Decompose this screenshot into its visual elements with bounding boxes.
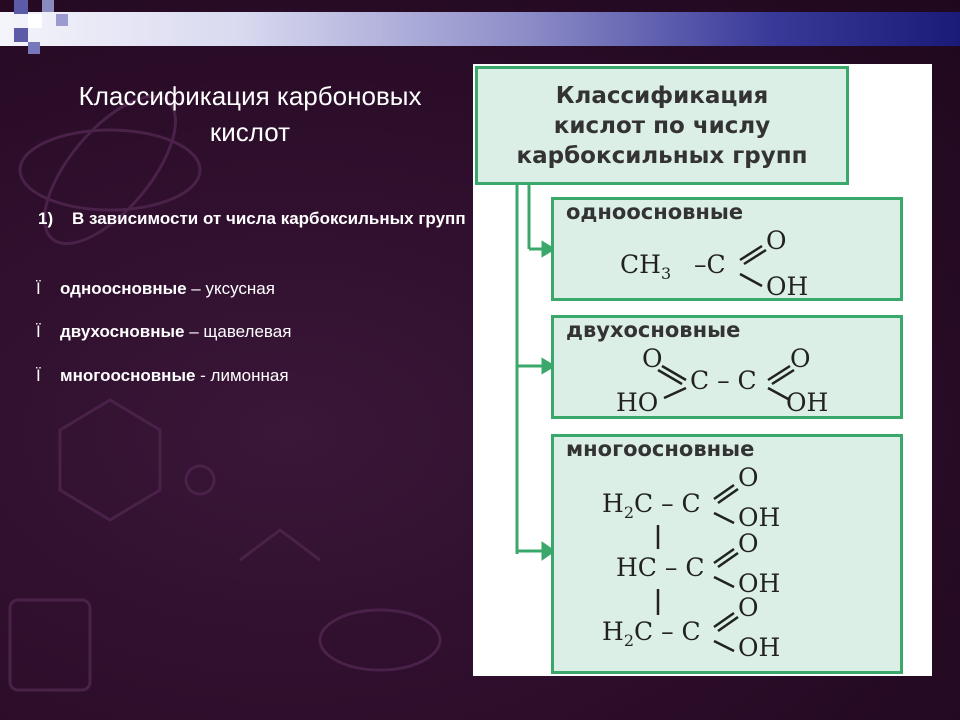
poly-row1-o: O [738,463,759,492]
decor-square-3 [28,14,42,28]
mono-label: одноосновные [566,200,744,224]
mono-bonds [739,244,767,288]
poly-row3-oh: OH [738,633,781,662]
bullet-marker: Ï [36,322,41,341]
poly-row2-oh: OH [738,569,781,598]
poly-row2-left: HC – C [616,553,705,582]
mono-dash-c: –C [694,250,726,279]
di-box: двухосновные O O C – C HO OH [551,315,903,419]
decor-square-5 [56,14,68,26]
bullet-marker: Ï [36,366,41,385]
poly-row3-o: O [738,593,759,622]
title-line-1: Классификация карбоновых [78,81,422,111]
di-ho: HO [616,388,659,417]
di-oh: OH [786,388,829,417]
mono-left-group: CH3 [620,250,672,283]
bullet-rest: - лимонная [195,366,289,385]
classification-figure: Классификация кислот по числу карбоксиль… [473,64,932,676]
header-box: Классификация кислот по числу карбоксиль… [475,66,849,185]
header-line-2: кислот по числу [553,113,771,139]
heading-text: В зависимости от числа карбоксильных гру… [72,209,466,228]
poly-row2-o: O [738,529,759,558]
decor-square-6 [28,42,40,54]
header-line-3: карбоксильных групп [516,143,808,169]
heading-number: 1) [38,209,54,228]
poly-row3-left: H2C – C [602,617,701,650]
bullet-rest: – щавелевая [184,322,292,341]
di-label: двухосновные [566,318,741,342]
header-line-1: Классификация [555,83,769,109]
bullet-bold: многоосновные [60,366,196,385]
connector-arrows [515,185,556,561]
di-bonds [657,364,795,402]
decor-square-1 [14,0,28,14]
di-middle: C – C [690,366,757,395]
poly-box: многоосновные H2C – C O OH HC – C O OH H… [551,434,903,674]
di-o-left: O [642,344,663,373]
di-o-right: O [790,344,811,373]
top-gradient-bar [0,12,960,46]
mono-oh: OH [766,272,809,301]
poly-label: многоосновные [566,437,755,461]
mono-o-top: O [766,226,787,255]
mono-box: одноосновные CH3 –C O OH [551,197,903,301]
slide-title: Классификация карбоновых кислот [60,78,440,150]
decor-square-2 [42,0,54,12]
bullet-marker: Ï [36,279,41,298]
bullet-rest: – уксусная [186,279,275,298]
title-line-2: кислот [209,117,291,147]
bullet-bold: двухосновные [60,322,185,341]
decor-square-4 [14,28,28,42]
poly-row1-oh: OH [738,503,781,532]
poly-bonds [656,483,739,653]
bullet-bold: одноосновные [60,279,187,298]
poly-row1-left: H2C – C [602,489,701,522]
